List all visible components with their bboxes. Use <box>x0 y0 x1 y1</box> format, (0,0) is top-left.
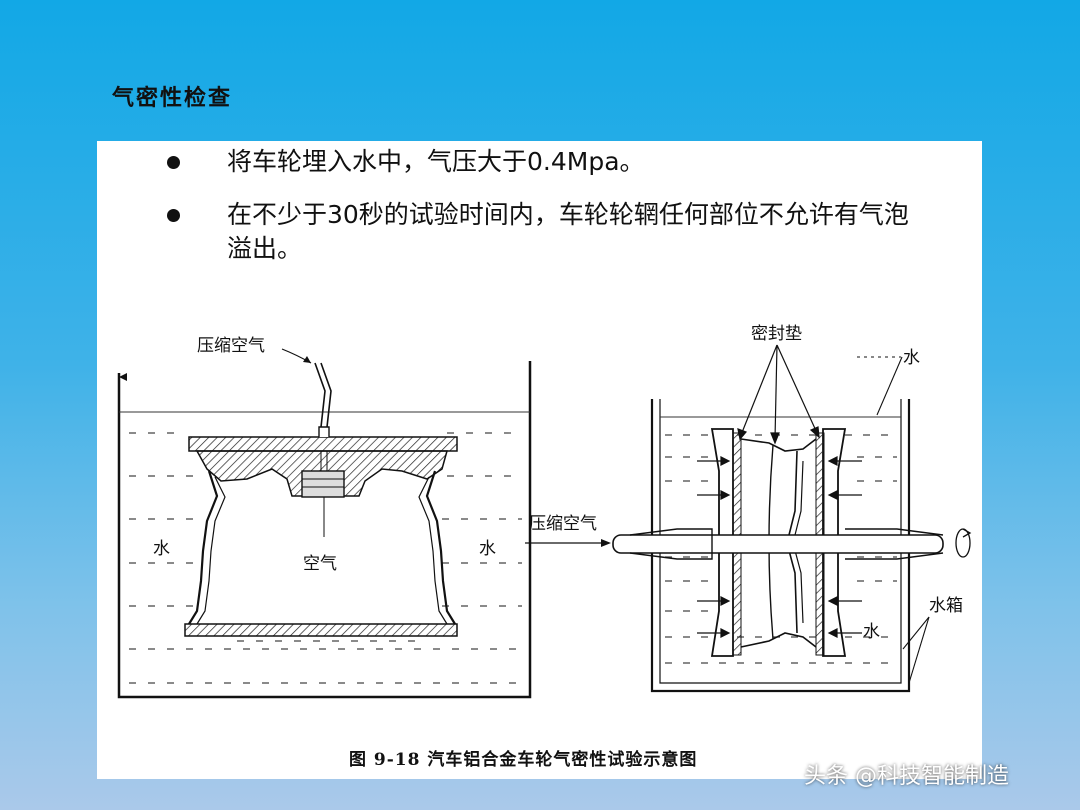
label-air: 空气 <box>303 554 337 574</box>
bottom-clamp-plate <box>184 623 458 637</box>
rotation-icon <box>955 528 971 558</box>
bullet-text: 在不少于30秒的试验时间内，车轮轮辋任何部位不允许有气泡溢出。 <box>227 200 909 263</box>
label-water-tank: 水箱 <box>929 596 963 616</box>
top-clamp-plate <box>188 436 458 452</box>
water-dashes <box>129 432 522 684</box>
left-test-diagram: 压缩空气 空气 水 水 <box>117 336 532 699</box>
arrow-head-icon <box>601 539 611 547</box>
arrow-head-icon <box>303 356 311 363</box>
label-water-inner: 水 <box>863 622 880 642</box>
content-panel: 将车轮埋入水中，气压大于0.4Mpa。 在不少于30秒的试验时间内，车轮轮辋任何… <box>97 141 982 779</box>
label-water-top: 水 <box>903 348 920 368</box>
figure-caption: 图 9-18 汽车铝合金车轮气密性试验示意图 <box>349 750 698 770</box>
airtightness-test-figure: 压缩空气 空气 水 水 <box>117 324 972 699</box>
right-test-diagram: 压缩空气 密封垫 水 水 <box>525 324 972 693</box>
label-seal-gasket: 密封垫 <box>751 324 802 344</box>
arrow-marker-icon <box>119 373 127 381</box>
left-tank <box>117 361 532 699</box>
pressure-arrows <box>697 456 862 638</box>
bullet-dot-icon <box>167 156 180 169</box>
slide-title: 气密性检查 <box>112 85 233 111</box>
watermark-text: 头条 @科技智能制造 <box>804 764 1009 789</box>
bullet-dot-icon <box>167 209 180 222</box>
water-dashes <box>665 434 897 664</box>
label-water-left: 水 <box>153 539 170 559</box>
bullet-text: 将车轮埋入水中，气压大于0.4Mpa。 <box>227 147 645 176</box>
label-compressed-air: 压缩空气 <box>197 336 265 356</box>
label-water-right: 水 <box>479 539 496 559</box>
seal-gasket-pointers <box>737 344 820 445</box>
shaft <box>612 534 944 554</box>
label-compressed-air-right: 压缩空气 <box>529 514 597 534</box>
